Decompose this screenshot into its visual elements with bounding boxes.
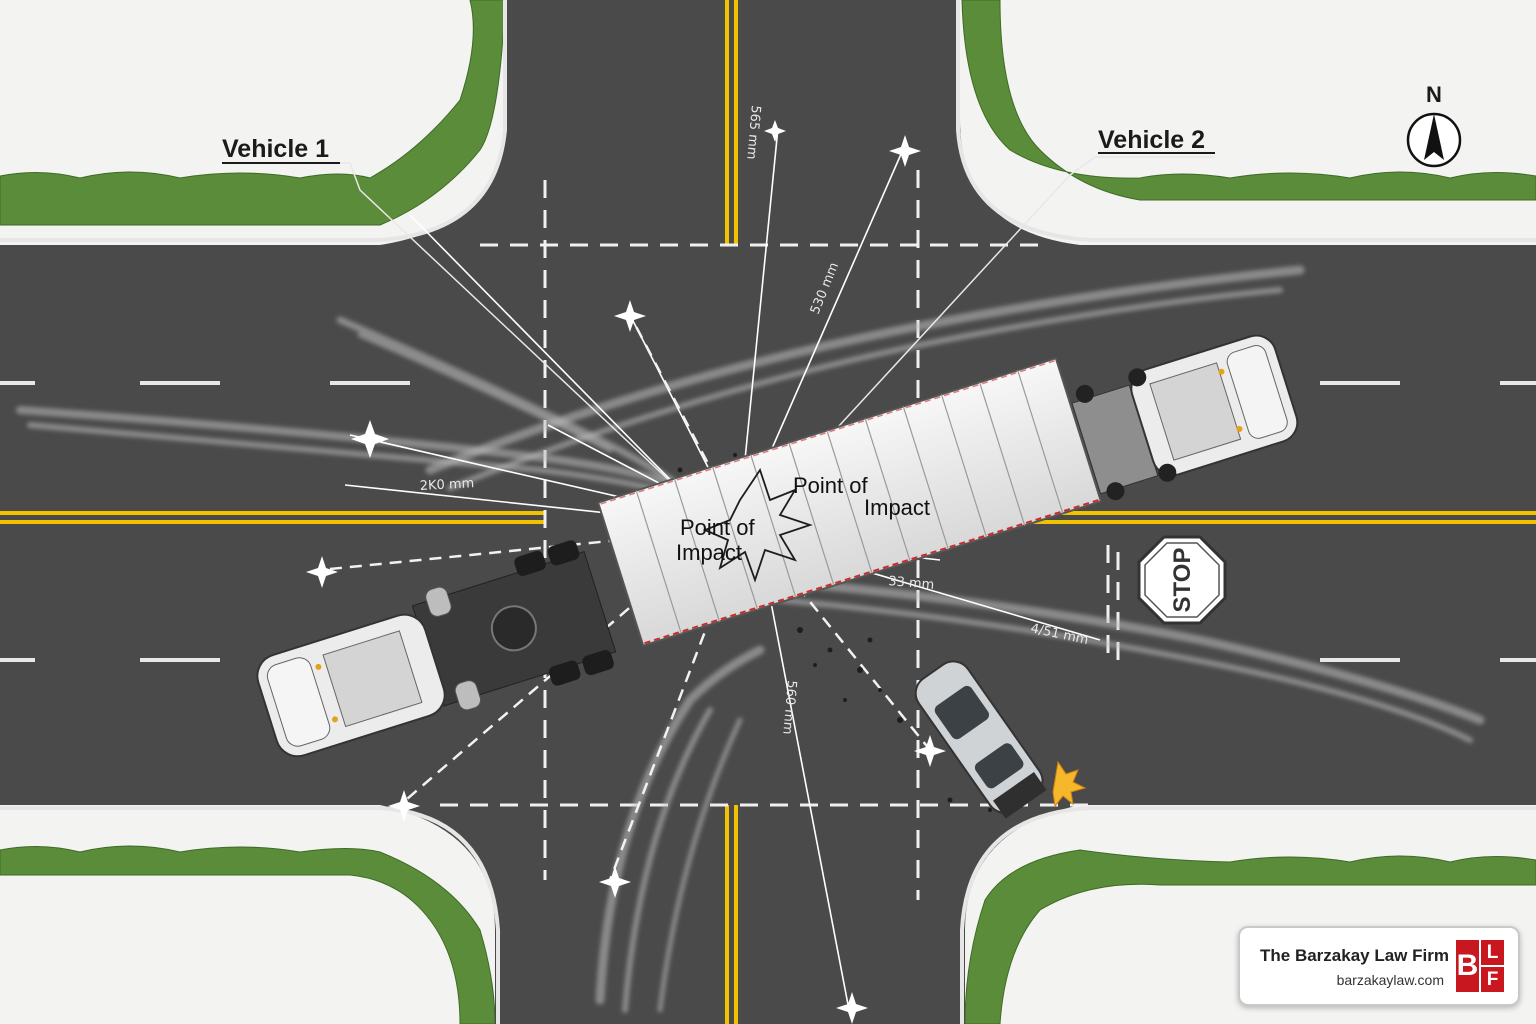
measure-m4: 33 mm	[888, 574, 935, 593]
measure-m6: 560 mm	[779, 680, 799, 735]
stop-label: STOP	[1169, 548, 1196, 613]
debris	[677, 453, 992, 812]
impact-burst	[702, 467, 813, 583]
monogram-f: F	[1481, 967, 1504, 992]
firm-logo-card[interactable]: The Barzakay Law Firm barzakaylaw.com B …	[1238, 926, 1520, 1006]
monogram-l: L	[1481, 940, 1504, 965]
vehicle-2-label: Vehicle 2	[1098, 126, 1205, 154]
north-arrow-icon	[1424, 114, 1444, 160]
poi-primary-line2: Impact	[676, 540, 742, 565]
crashed-car	[914, 660, 1047, 819]
spark-markers	[306, 120, 946, 1024]
poi-secondary-line1: Point of	[793, 473, 868, 498]
trailer	[596, 357, 1103, 647]
firm-name: The Barzakay Law Firm	[1260, 946, 1449, 965]
firm-monogram-icon: B L F	[1456, 940, 1504, 992]
stop-sign: STOP	[1137, 535, 1227, 625]
measure-m3: 565 mm	[743, 105, 763, 160]
firm-website: barzakaylaw.com	[1336, 972, 1444, 988]
north-arrow: N	[1406, 82, 1462, 168]
vehicle-1-truck	[256, 540, 617, 758]
north-label: N	[1426, 82, 1442, 107]
poi-primary-line1: Point of	[680, 515, 755, 540]
poi-secondary-line2: Impact	[864, 495, 930, 520]
vehicle-2-truck	[1071, 334, 1299, 501]
vehicle-1-label: Vehicle 1	[222, 135, 329, 163]
monogram-b: B	[1456, 940, 1479, 992]
label-underlines	[222, 152, 1215, 164]
measure-m1: 2K0 mm	[419, 476, 474, 494]
collision-flash-icon	[1052, 760, 1087, 808]
